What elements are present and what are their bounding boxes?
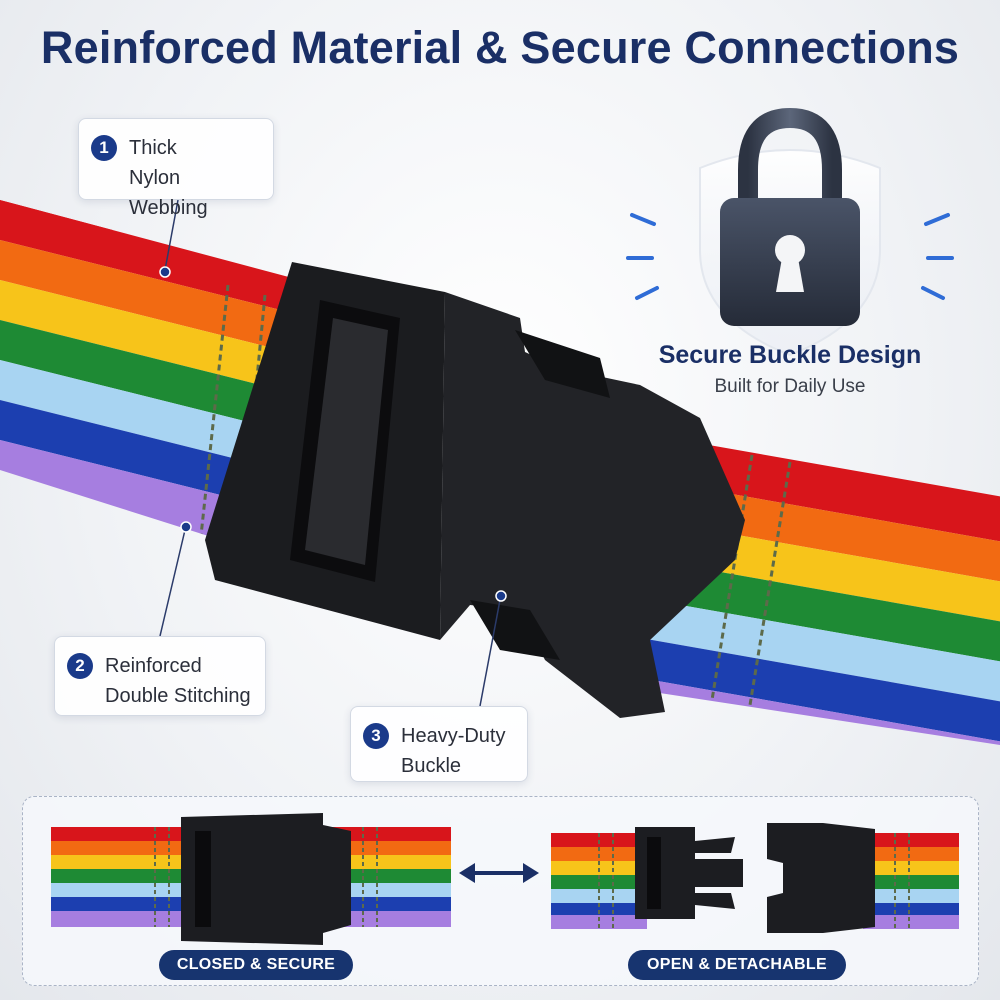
open-detachable-label: OPEN & DETACHABLE — [628, 950, 846, 980]
buckle-female-part — [205, 262, 445, 640]
secure-buckle-subtitle: Built for Daily Use — [714, 376, 866, 397]
callout-line-2: Nylon Webbing — [129, 167, 208, 219]
callout-double-stitching: 2 Reinforced Double Stitching — [54, 636, 266, 716]
secure-buckle-title: Secure Buckle Design — [658, 341, 922, 369]
closed-secure-label: CLOSED & SECURE — [159, 950, 353, 980]
callout-line-2: Double Stitching — [105, 685, 251, 707]
callout-number-badge: 3 — [363, 723, 389, 749]
closed-buckle-illustration — [51, 813, 451, 945]
buckle-male-part — [440, 292, 745, 718]
callout-line-1: Heavy-Duty — [401, 725, 506, 747]
callout-number-badge: 1 — [91, 135, 117, 161]
padlock-shield-icon — [626, 107, 954, 357]
double-arrow-icon — [459, 863, 539, 883]
open-buckle-illustration — [551, 823, 959, 933]
callout-nylon-webbing: 1 Thick Nylon Webbing — [78, 118, 274, 219]
callout-heavy-duty-buckle: 3 Heavy-Duty Buckle — [350, 706, 528, 782]
callout-line-1: Thick — [129, 137, 177, 159]
hero-illustration — [0, 107, 1000, 745]
comparison-illustration — [51, 813, 959, 945]
callout-number-badge: 2 — [67, 653, 93, 679]
page-title: Reinforced Material & Secure Connections — [40, 22, 960, 73]
callout-line-2: Buckle — [401, 755, 462, 777]
comparison-panel: CLOSED & SECURE OPEN & DETACHABLE — [22, 796, 979, 986]
callout-line-1: Reinforced — [105, 655, 202, 677]
